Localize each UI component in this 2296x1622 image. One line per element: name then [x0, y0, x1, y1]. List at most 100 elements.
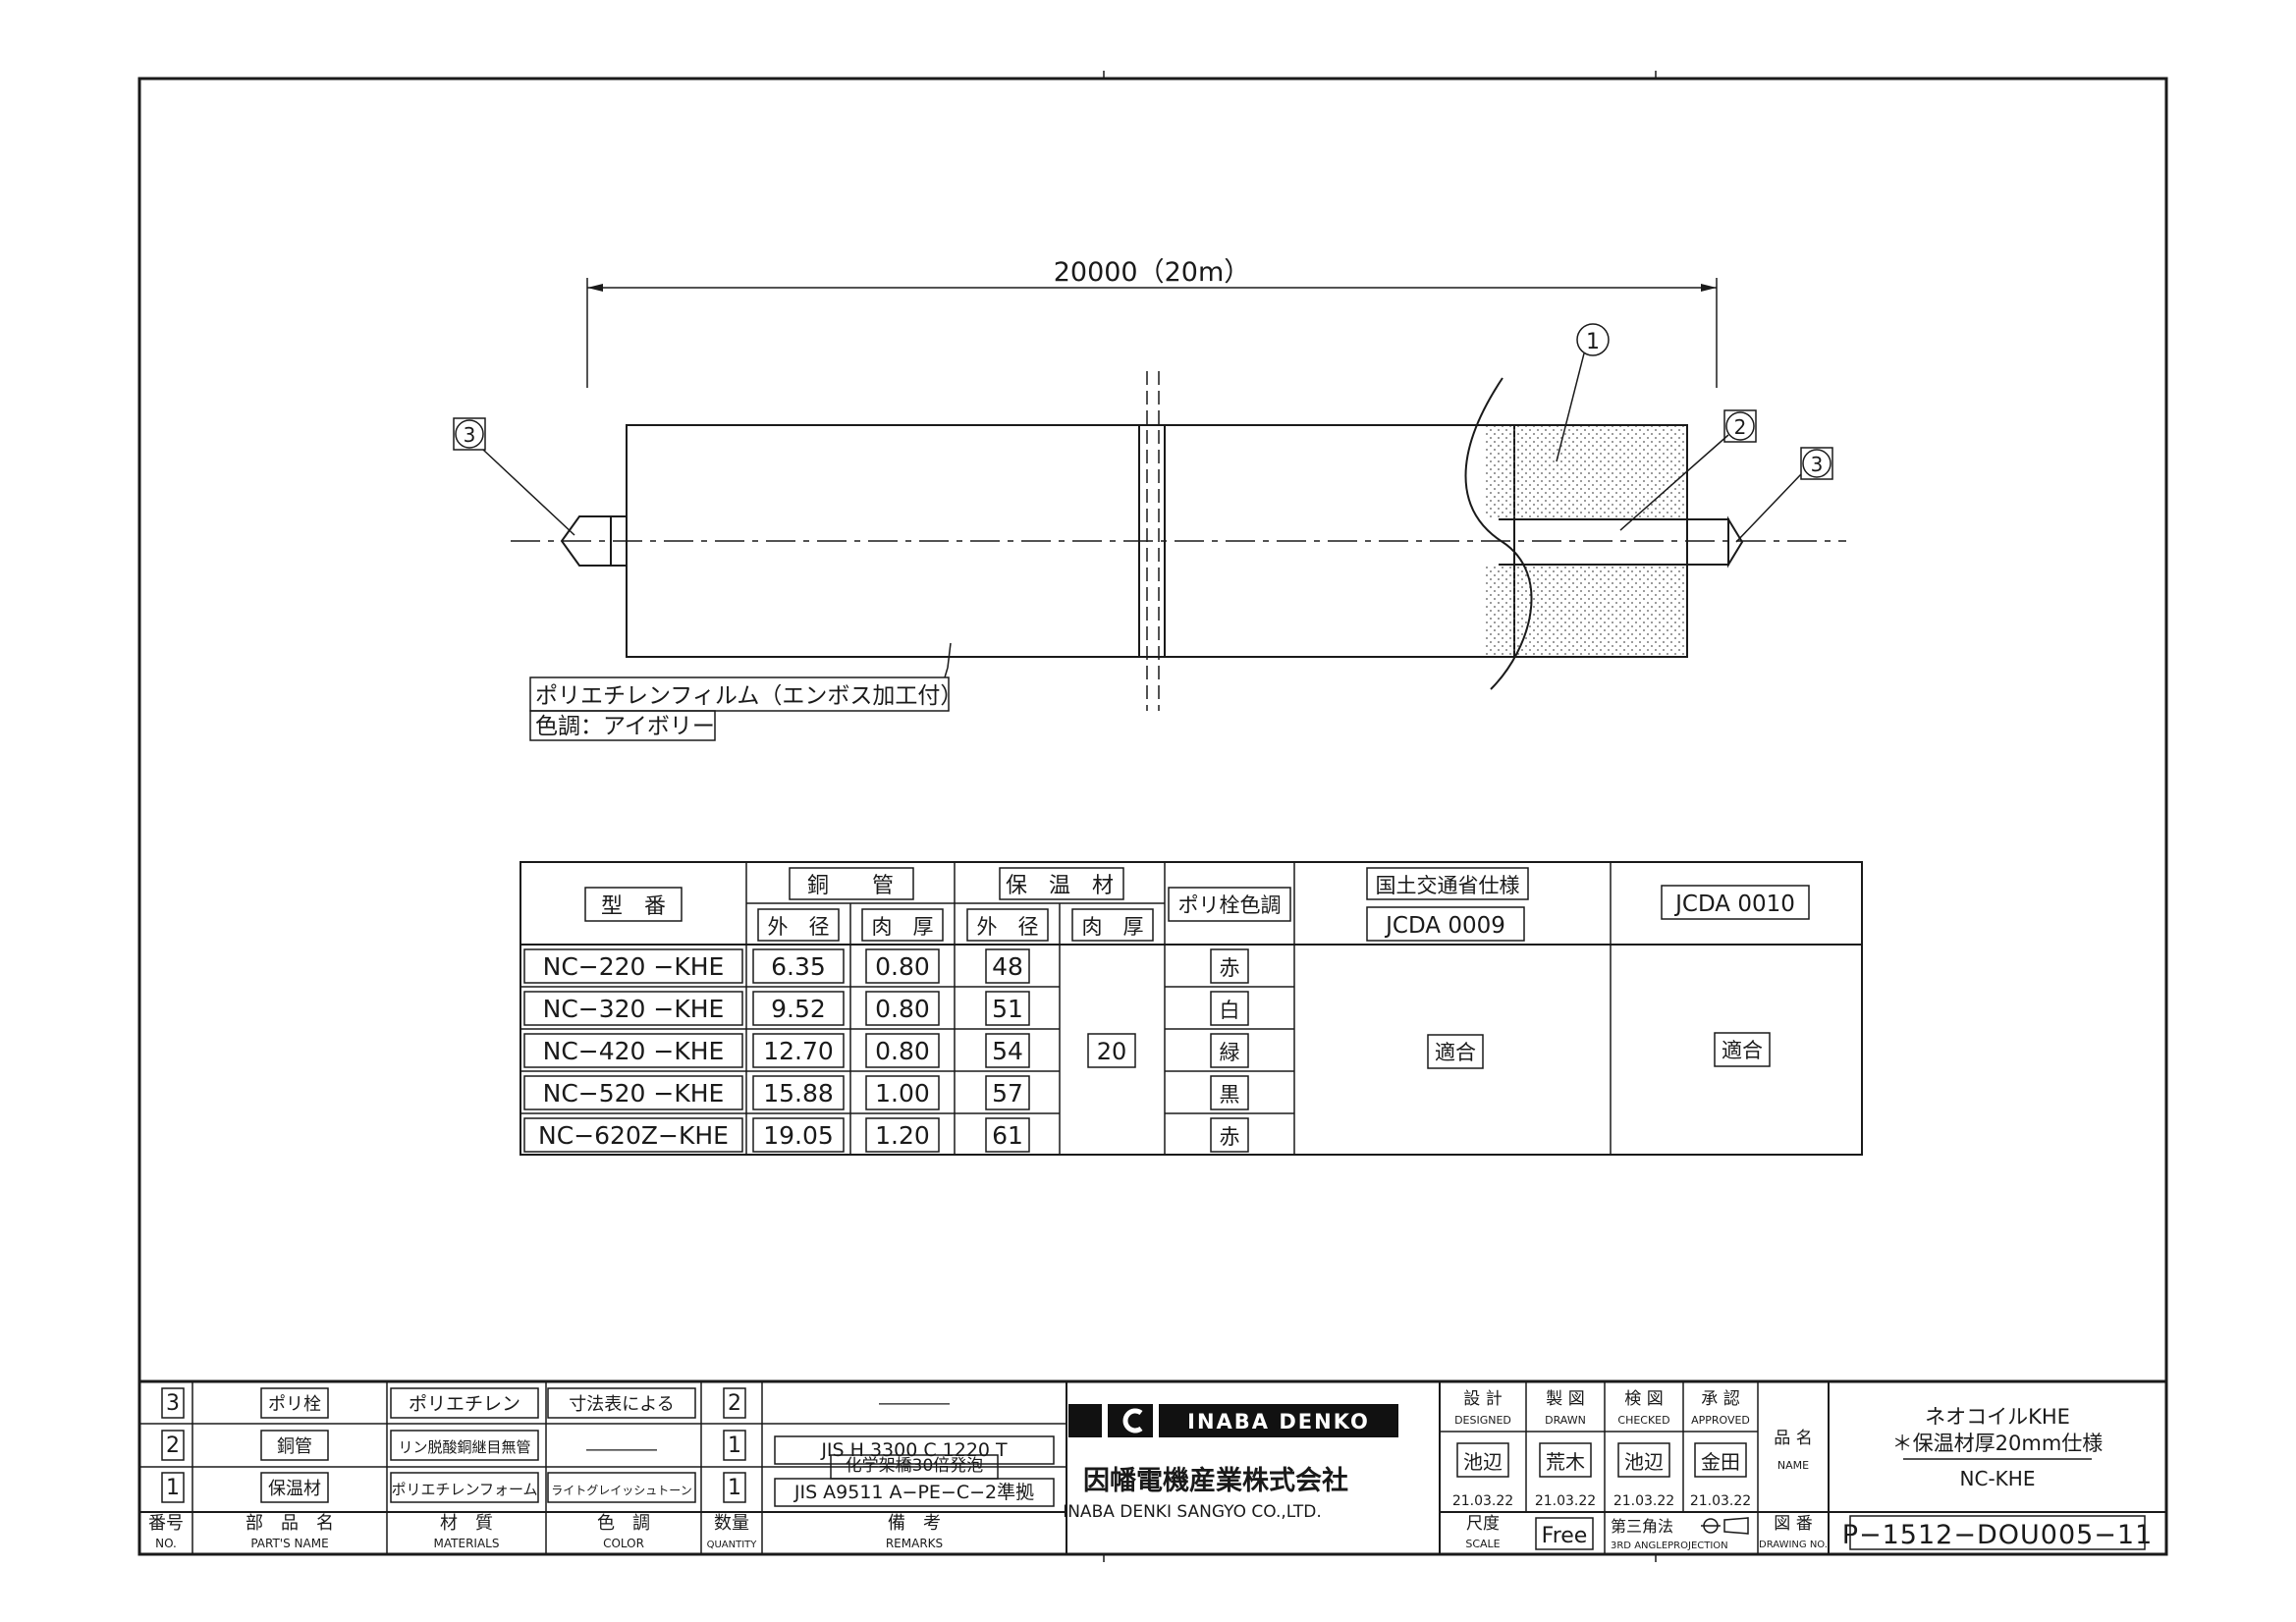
part-no: 1 [166, 1476, 180, 1500]
spec-cap-color-box [1210, 1033, 1249, 1068]
film-label-box-2 [529, 710, 716, 741]
spec-model: NC−320 −KHE [543, 995, 725, 1023]
spec-ins-od: 54 [992, 1037, 1023, 1065]
dwg-label: 図 番 [1774, 1514, 1812, 1534]
part-remarks-sub: 化学架橋30倍発泡 [846, 1456, 984, 1476]
product-line1: ネオコイルKHE [1925, 1405, 2070, 1429]
spec-copper-wt-box [865, 1075, 940, 1110]
header-box [861, 908, 944, 942]
poly-cap-left [560, 515, 612, 567]
header-ins-wt: 肉 厚 [1082, 915, 1144, 939]
part-qty: 2 [728, 1391, 741, 1416]
part-color-box [547, 1472, 696, 1503]
sheet-border [137, 77, 2168, 1556]
part-name-box [260, 1387, 329, 1419]
scale-label: 尺度 [1466, 1514, 1500, 1534]
company-name-jp: 因幡電機産業株式会社 [1083, 1465, 1348, 1496]
leader-3-right [1735, 473, 1802, 543]
spec-ins-od: 48 [992, 952, 1023, 981]
scale-value-box [1535, 1517, 1594, 1550]
approved-label: 承 認 [1701, 1389, 1739, 1409]
approver-name-box [1694, 1442, 1747, 1478]
leader-3-left [482, 449, 575, 536]
product-name-label: 品 名 [1774, 1429, 1812, 1448]
part-no-box [161, 1472, 185, 1503]
header-jcda: JCDA 0010 [1673, 892, 1795, 917]
approver-name-box [1539, 1442, 1592, 1478]
header-name-en: PART'S NAME [250, 1537, 328, 1550]
approver-name-box [1617, 1442, 1670, 1478]
part-material-box [390, 1430, 539, 1461]
spec-ins-od-box [985, 1117, 1030, 1153]
spec-copper-wt: 1.00 [875, 1079, 930, 1108]
part-qty: 1 [728, 1476, 741, 1500]
drawn-label: 製 図 [1546, 1389, 1584, 1409]
checked-label: 検 図 [1624, 1389, 1663, 1409]
spec-ins-od: 57 [992, 1079, 1023, 1108]
approver-name: 荒木 [1546, 1450, 1585, 1474]
header-copper-wt: 肉 厚 [872, 915, 934, 939]
spec-copper-wt: 0.80 [875, 1037, 930, 1065]
logo-c-box [1108, 1404, 1153, 1437]
spec-copper-wt: 0.80 [875, 952, 930, 981]
product-name-label-en: NAME [1777, 1459, 1809, 1472]
spec-ins-od: 51 [992, 995, 1023, 1023]
part-material: ポリエチレン [409, 1393, 520, 1415]
break-curve [1464, 377, 1533, 690]
spec-copper-od-box [752, 1033, 845, 1068]
part-qty-box [723, 1387, 746, 1419]
header-insulation: 保 温 材 [1006, 874, 1114, 898]
header-remarks: 備 考 [888, 1513, 941, 1534]
header-cap-color: ポリ栓色調 [1178, 893, 1282, 917]
part-color: ライトグレイッシュトーン [551, 1484, 691, 1497]
section-outline [1139, 424, 1688, 658]
leader-1 [1556, 352, 1585, 462]
product-line3: NC-KHE [1960, 1467, 2036, 1490]
header-box [1168, 887, 1291, 922]
approver-name: 池辺 [1624, 1450, 1664, 1474]
spec-copper-od: 15.88 [763, 1079, 834, 1108]
spec-copper-od: 6.35 [771, 952, 826, 981]
part-no-box [161, 1430, 185, 1461]
spec-model-box [523, 948, 743, 984]
product-line2: ＊保温材厚20mm仕様 [1892, 1432, 2104, 1455]
approval-date: 21.03.22 [1535, 1493, 1596, 1509]
spec-copper-wt-box [865, 1033, 940, 1068]
spec-copper-od-box [752, 948, 845, 984]
part-name: 保温材 [268, 1479, 321, 1499]
header-color-en: COLOR [603, 1537, 644, 1550]
part-material: リン脱酸銅継目無管 [398, 1438, 530, 1456]
header-copper-pipe: 銅 管 [807, 874, 894, 898]
scale-label-en: SCALE [1465, 1538, 1500, 1550]
designed-label: 設 計 [1463, 1389, 1502, 1409]
jcda-result: 適合 [1722, 1039, 1763, 1062]
callout-3-right-label: 3 [1811, 453, 1824, 476]
part-color: 寸法表による [569, 1394, 674, 1415]
callout-2 [1725, 411, 1755, 441]
header-qty-en: QUANTITY [707, 1540, 758, 1550]
ins-thickness-box [1087, 1033, 1136, 1068]
spec-model-box [523, 1117, 743, 1153]
approval-block: 設 計 DESIGNED 製 図 DRAWN 検 図 CHECKED 承 認 A… [1439, 1381, 2166, 1554]
spec-cap-color: 白 [1220, 999, 1240, 1022]
header-name: 部 品 名 [246, 1513, 334, 1534]
company-name-en: INABA DENKI SANGYO CO.,LTD. [1063, 1502, 1322, 1522]
leader-2 [1619, 434, 1729, 531]
spec-table-frame [519, 861, 1863, 1156]
part-remarks-box [774, 1435, 1055, 1465]
callout-3-right [1802, 449, 1831, 478]
dwg-label-en: DRAWING NO. [1759, 1540, 1828, 1550]
spec-model-box [523, 1033, 743, 1068]
header-box [966, 908, 1049, 942]
projection-label: 第三角法 [1611, 1517, 1673, 1536]
spec-ins-od-box [985, 1033, 1030, 1068]
scale-value: Free [1542, 1524, 1588, 1548]
header-remarks-en: REMARKS [886, 1537, 943, 1550]
header-ins-od: 外 径 [977, 915, 1039, 939]
logo-c-icon [1122, 1408, 1143, 1433]
